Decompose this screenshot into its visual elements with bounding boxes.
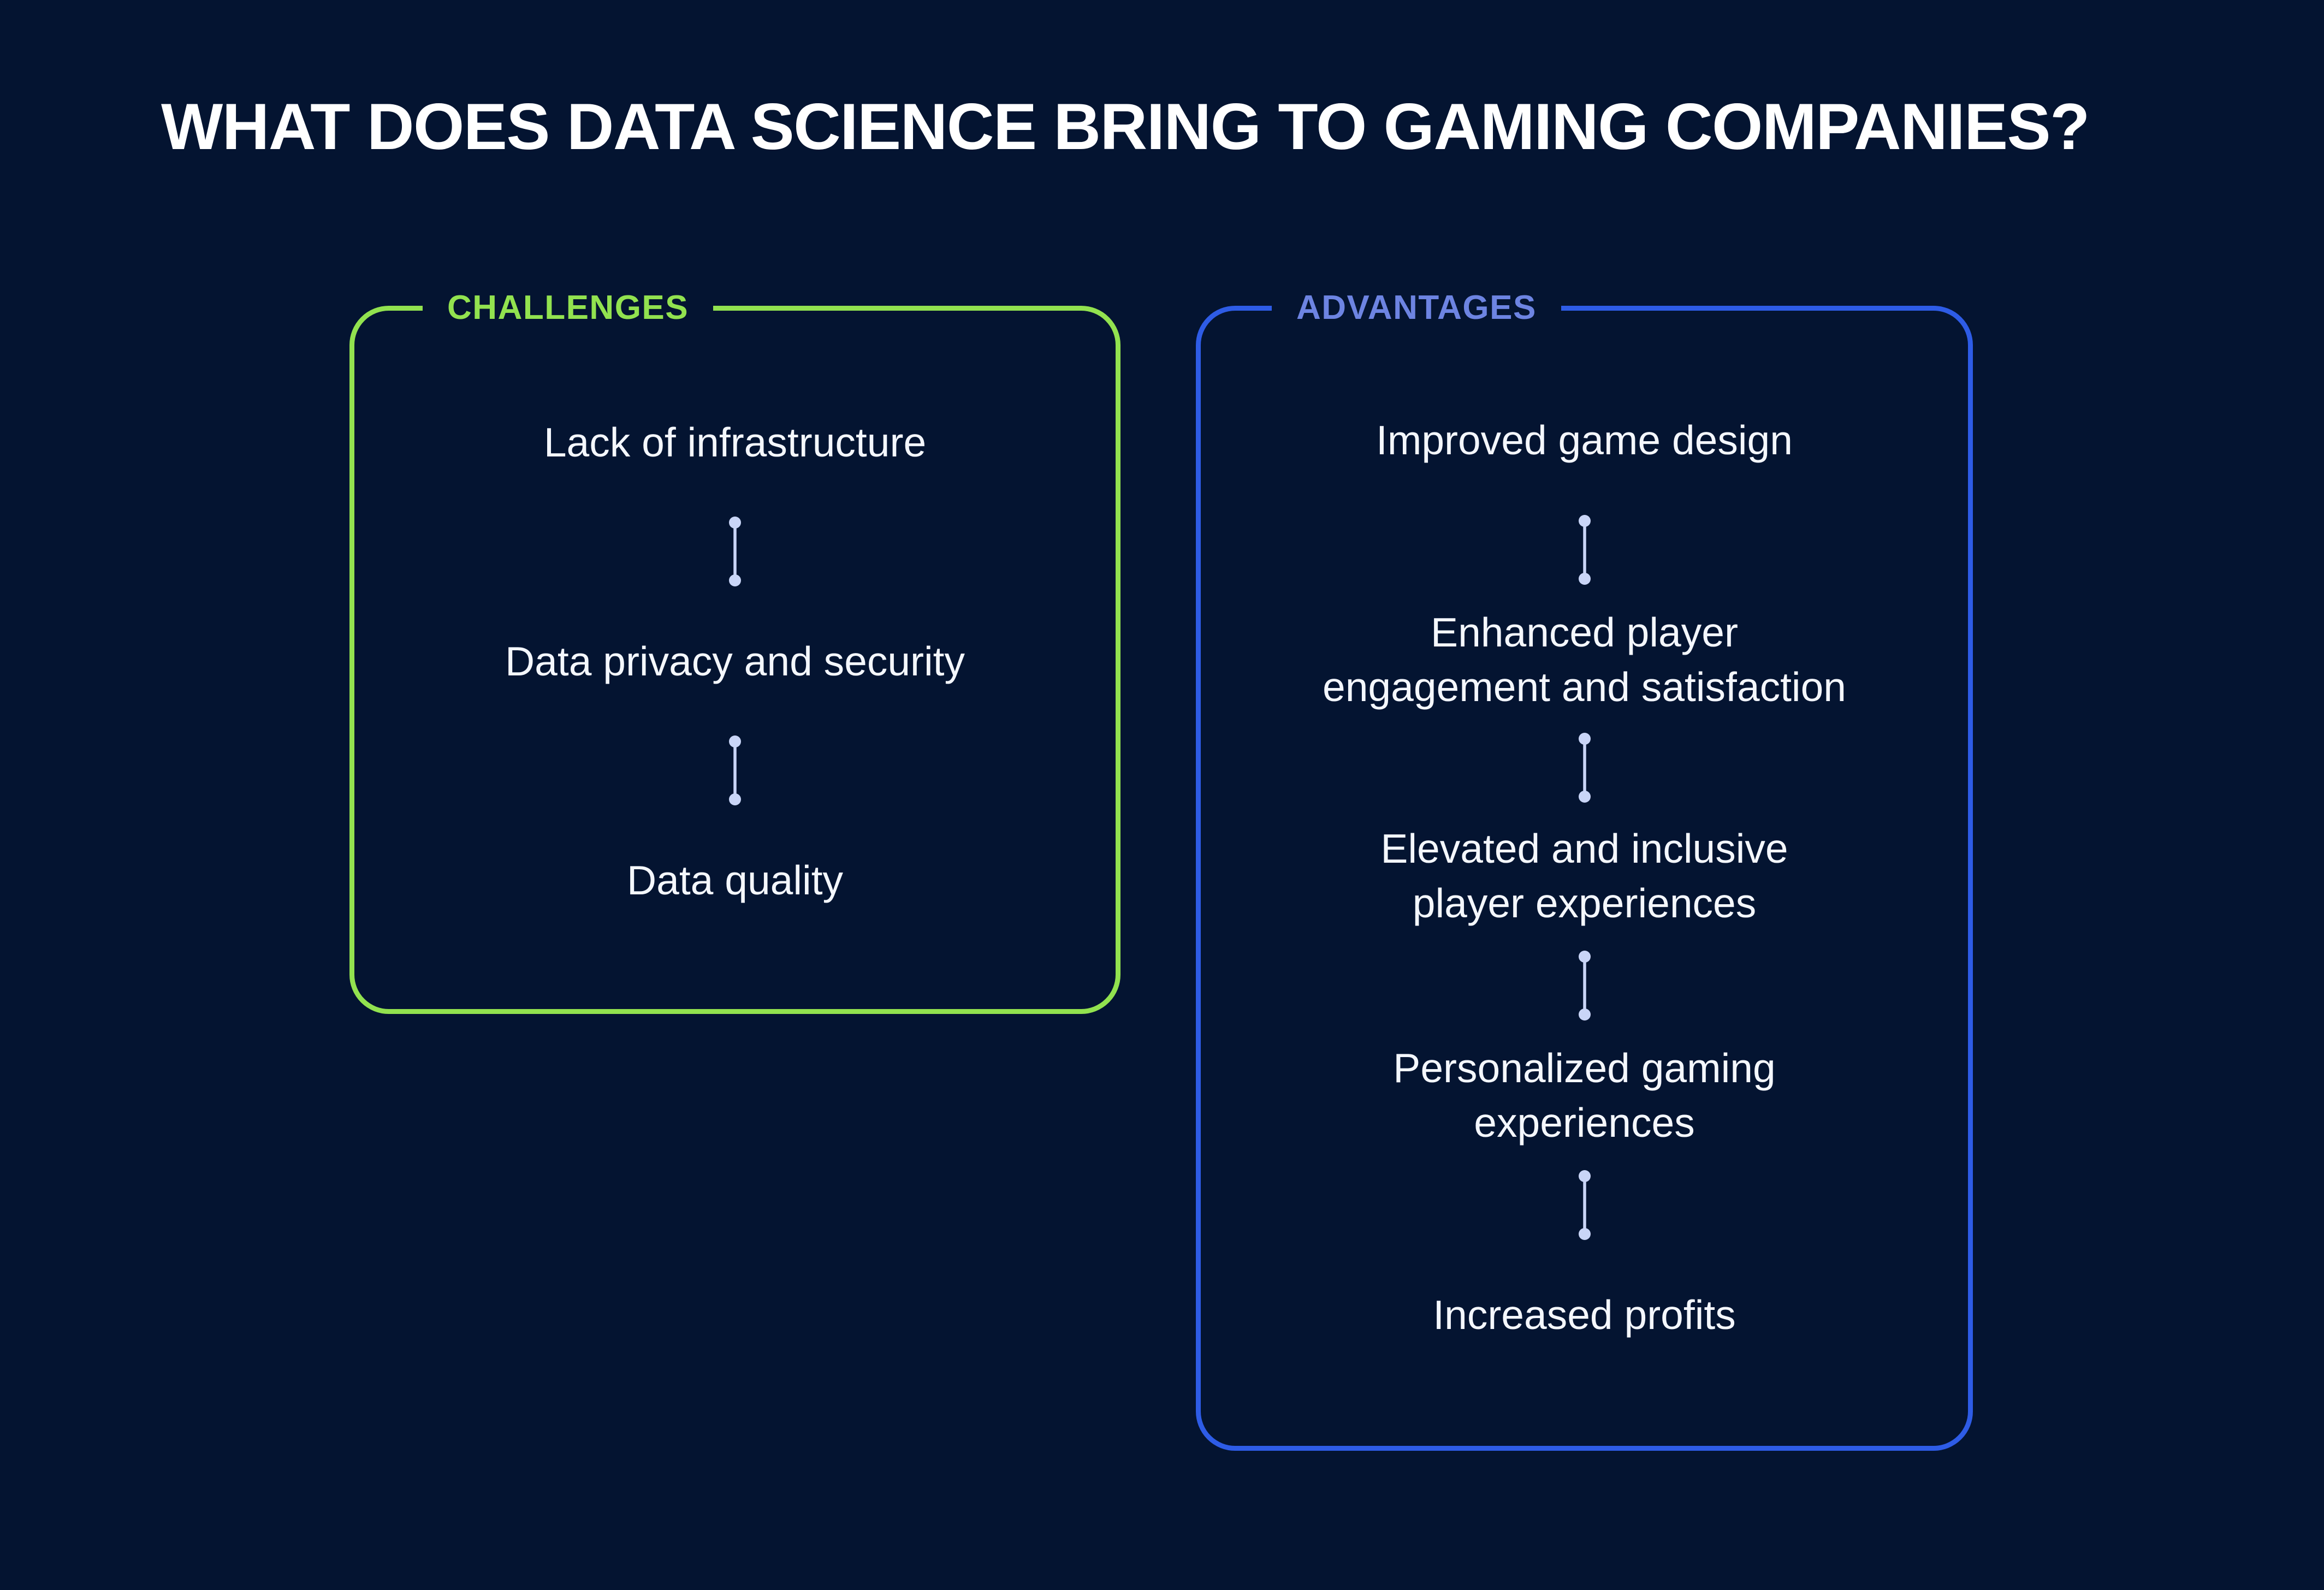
challenges-label: CHALLENGES bbox=[423, 289, 714, 327]
challenge-item: Lack of infrastructure bbox=[543, 419, 927, 465]
challenge-item: Data privacy and security bbox=[505, 638, 965, 684]
connector-icon bbox=[729, 735, 741, 805]
advantages-label: ADVANTAGES bbox=[1272, 289, 1561, 327]
challenges-panel: CHALLENGES Lack of infrastructure Data p… bbox=[349, 289, 1120, 1014]
connector-icon bbox=[1578, 1170, 1591, 1240]
connector-icon bbox=[1578, 733, 1591, 803]
connector-icon bbox=[729, 517, 741, 586]
advantage-item: Increased profits bbox=[1433, 1292, 1736, 1338]
challenge-item: Data quality bbox=[626, 857, 844, 903]
connector-icon bbox=[1578, 515, 1591, 585]
advantages-panel: ADVANTAGES Improved game design Enhanced… bbox=[1196, 289, 1973, 1451]
advantage-item: Improved game design bbox=[1376, 417, 1793, 463]
page-title: WHAT DOES DATA SCIENCE BRING TO GAMING C… bbox=[161, 90, 2090, 163]
connector-icon bbox=[1578, 951, 1591, 1021]
advantage-item: Personalized gaming experiences bbox=[1393, 1045, 1776, 1146]
advantage-item: Elevated and inclusive player experience… bbox=[1380, 826, 1788, 926]
advantage-item: Enhanced player engagement and satisfact… bbox=[1323, 609, 1846, 710]
